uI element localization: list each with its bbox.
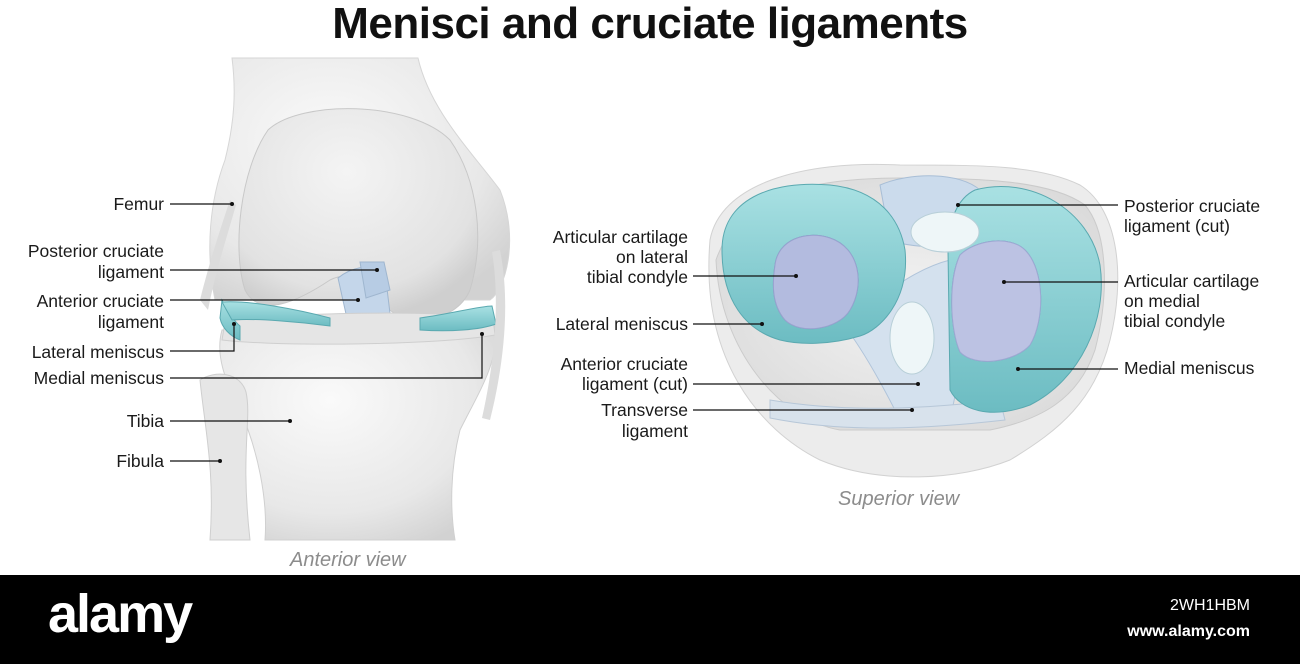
label-artmed-line3: tibial condyle: [1124, 311, 1226, 331]
page-title: Menisci and cruciate ligaments: [332, 0, 968, 48]
image-id: 2WH1HBM: [1169, 597, 1250, 614]
superior-view-caption: Superior view: [838, 488, 960, 510]
label-artlat-line3: tibial condyle: [586, 267, 688, 287]
label-pcl-cut-line1: Posterior cruciate: [1124, 196, 1261, 216]
site-url: www.alamy.com: [1127, 623, 1250, 640]
label-sup-lateral-meniscus: Lateral meniscus: [555, 314, 688, 334]
label-artlat-line1: Articular cartilage: [552, 227, 688, 247]
anterior-knee: [199, 57, 511, 541]
anatomy-artwork: [170, 57, 1119, 541]
label-pcl-cut-line2: ligament (cut): [1124, 216, 1231, 236]
anterior-view-caption: Anterior view: [290, 549, 406, 571]
label-artmed-line2: on medial: [1124, 291, 1200, 311]
label-fibula: Fibula: [116, 451, 164, 471]
label-acl-cut-line1: Anterior cruciate: [560, 354, 688, 374]
label-artlat-line2: on lateral: [616, 247, 688, 267]
label-artmed-line1: Articular cartilage: [1124, 271, 1260, 291]
anterior-leader-dots: [218, 202, 484, 463]
anterior-leader-lines: [170, 203, 483, 462]
label-acl-line2: ligament: [97, 312, 164, 332]
illustration-canvas: Menisci and cruciate ligaments Femur Pos…: [27, 0, 1261, 571]
label-transverse-line1: Transverse: [601, 400, 688, 420]
label-transverse-line2: ligament: [621, 421, 688, 441]
label-pcl-line1: Posterior cruciate: [27, 241, 164, 261]
label-pcl-line2: ligament: [97, 262, 164, 282]
watermark-footer: alamy 2WH1HBM www.alamy.com: [0, 575, 1300, 664]
label-acl-line1: Anterior cruciate: [36, 291, 164, 311]
superior-tibial-plateau: [708, 163, 1119, 478]
superior-leader-dots: [760, 203, 1020, 412]
label-lateral-meniscus: Lateral meniscus: [31, 342, 164, 362]
label-sup-medial-meniscus: Medial meniscus: [1124, 358, 1255, 378]
label-medial-meniscus: Medial meniscus: [33, 368, 164, 388]
label-tibia: Tibia: [126, 411, 164, 431]
label-acl-cut-line2: ligament (cut): [581, 374, 688, 394]
superior-leader-lines: [693, 204, 1118, 411]
brand-logo: alamy: [48, 584, 193, 644]
label-femur: Femur: [113, 194, 164, 214]
